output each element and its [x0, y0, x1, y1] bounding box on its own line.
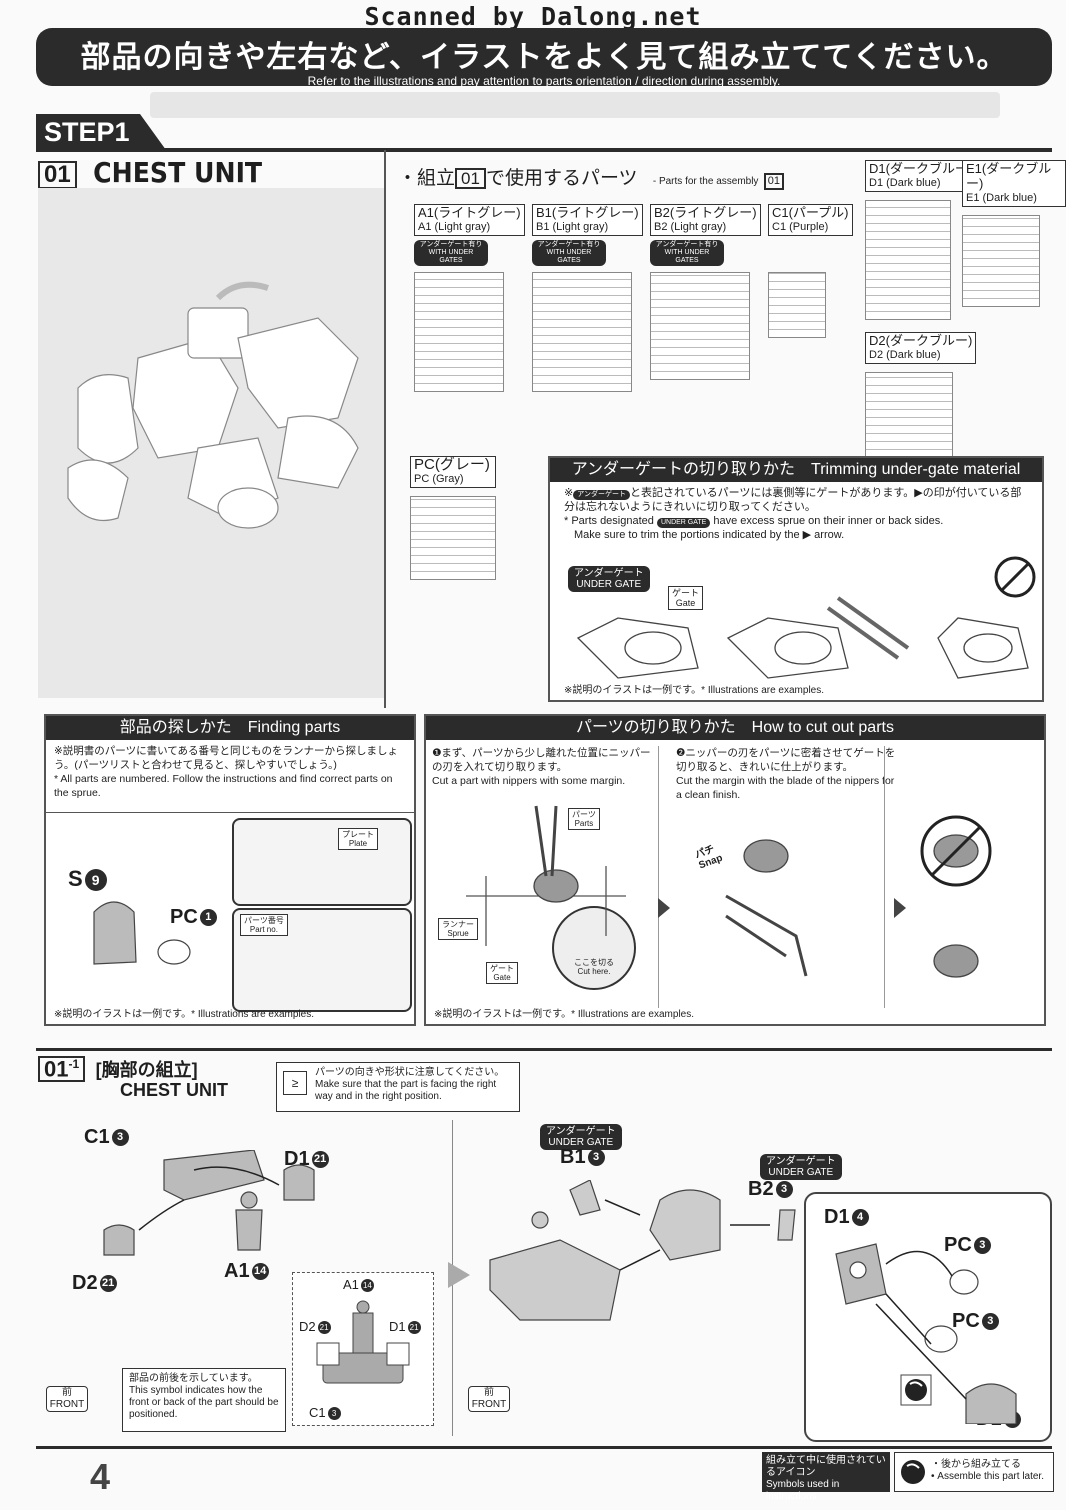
front-symbol-note: 部品の前後を示しています。This symbol indicates how t… [122, 1368, 286, 1432]
finding-note: ※説明のイラストは一例です。* Illustrations are exampl… [54, 1009, 315, 1020]
trimming-diagrams [576, 596, 1029, 679]
trimming-note: ※説明のイラストは一例です。* Illustrations are exampl… [564, 685, 825, 696]
runner-b1: B1(ライトグレー)B1 (Light gray) アンダーゲート有り WITH… [532, 204, 643, 392]
orientation-note: ≥ パーツの向きや形状に注意してください。Make sure that the … [276, 1062, 520, 1112]
chest-unit-illustration [38, 188, 384, 698]
header-banner: 部品の向きや左右など、イラストをよく見て組み立ててください。 Refer to … [36, 28, 1052, 88]
header-title-en: Refer to the illustrations and pay atten… [307, 74, 781, 88]
icons-legend-item: ・後から組み立てる• Assemble this part later. [894, 1452, 1054, 1492]
header-title-jp: 部品の向きや左右など、イラストをよく見て組み立ててください。 [80, 41, 1008, 74]
bleedthrough-strip [150, 92, 1000, 118]
cutting-title: パーツの切り取りかた How to cut out parts [426, 716, 1044, 740]
cutting-diagrams [466, 805, 992, 978]
sub-assembly-box: D14 PC3 PC3 D15 [804, 1192, 1052, 1442]
assemble-later-legend-icon [901, 1460, 925, 1484]
finding-title: 部品の探しかた Finding parts [46, 716, 414, 740]
section-header: 01 CHEST UNIT [38, 156, 262, 189]
runner-c1: C1(パープル)C1 (Purple) [768, 204, 853, 338]
runner-d1: D1(ダークブルー)D1 (Dark blue) [865, 160, 977, 320]
cutting-panel: パーツの切り取りかた How to cut out parts ❶まず、パーツか… [424, 714, 1046, 1026]
chest-assembly-left-drawing [103, 1150, 315, 1256]
finding-part-drawing [93, 901, 191, 965]
runner-d2: D2(ダークブルー)D2 (Dark blue) [865, 332, 977, 458]
divider-vertical [384, 150, 386, 708]
assemble-later-icon [900, 1374, 932, 1406]
runner-a1: A1(ライトグレー)A1 (Light gray) アンダーゲート有り WITH… [414, 204, 525, 392]
assembly-rule [36, 1048, 1052, 1051]
step-tab-slant [140, 114, 166, 150]
runner-pc: PC(グレー)PC (Gray) [410, 456, 496, 580]
orientation-icon: ≥ [283, 1071, 307, 1095]
scan-credit: Scanned by Dalong.net [364, 2, 702, 31]
chest-unit-drawing [67, 281, 359, 529]
footer-rule [36, 1446, 1052, 1449]
trimming-title: アンダーゲートの切り取りかた Trimming under-gate mater… [550, 458, 1042, 482]
trimming-panel: アンダーゲートの切り取りかた Trimming under-gate mater… [548, 456, 1044, 702]
cutting-note: ※説明のイラストは一例です。* Illustrations are exampl… [434, 1009, 695, 1020]
finding-parts-panel: 部品の探しかた Finding parts ※説明書のパーツに書いてある番号と同… [44, 714, 416, 1026]
runner-b2: B2(ライトグレー)B2 (Light gray) アンダーゲート有り WITH… [650, 204, 761, 380]
cutting-step1: ❶まず、パーツから少し離れた位置にニッパーの刃を入れて切り取ります。 Cut a… [432, 747, 651, 787]
section-title: CHEST UNIT [93, 156, 263, 189]
chest-assembly-center-drawing [489, 1180, 796, 1321]
cutting-step2: ❷ニッパーの刃をパーツに密着させてゲートを切り取ると、きれいに仕上がります。 C… [676, 747, 896, 801]
no-icon [994, 556, 1036, 598]
assembly-header: 01-1 [胸部の組立] CHEST UNIT [38, 1056, 228, 1101]
step-label: STEP1 [36, 114, 140, 150]
step-arrow [448, 1262, 470, 1288]
section-number: 01 [38, 161, 77, 189]
step-rule [36, 148, 1052, 152]
runner-e1: E1(ダークブルー)E1 (Dark blue) [962, 160, 1066, 307]
page-number: 4 [90, 1456, 111, 1497]
